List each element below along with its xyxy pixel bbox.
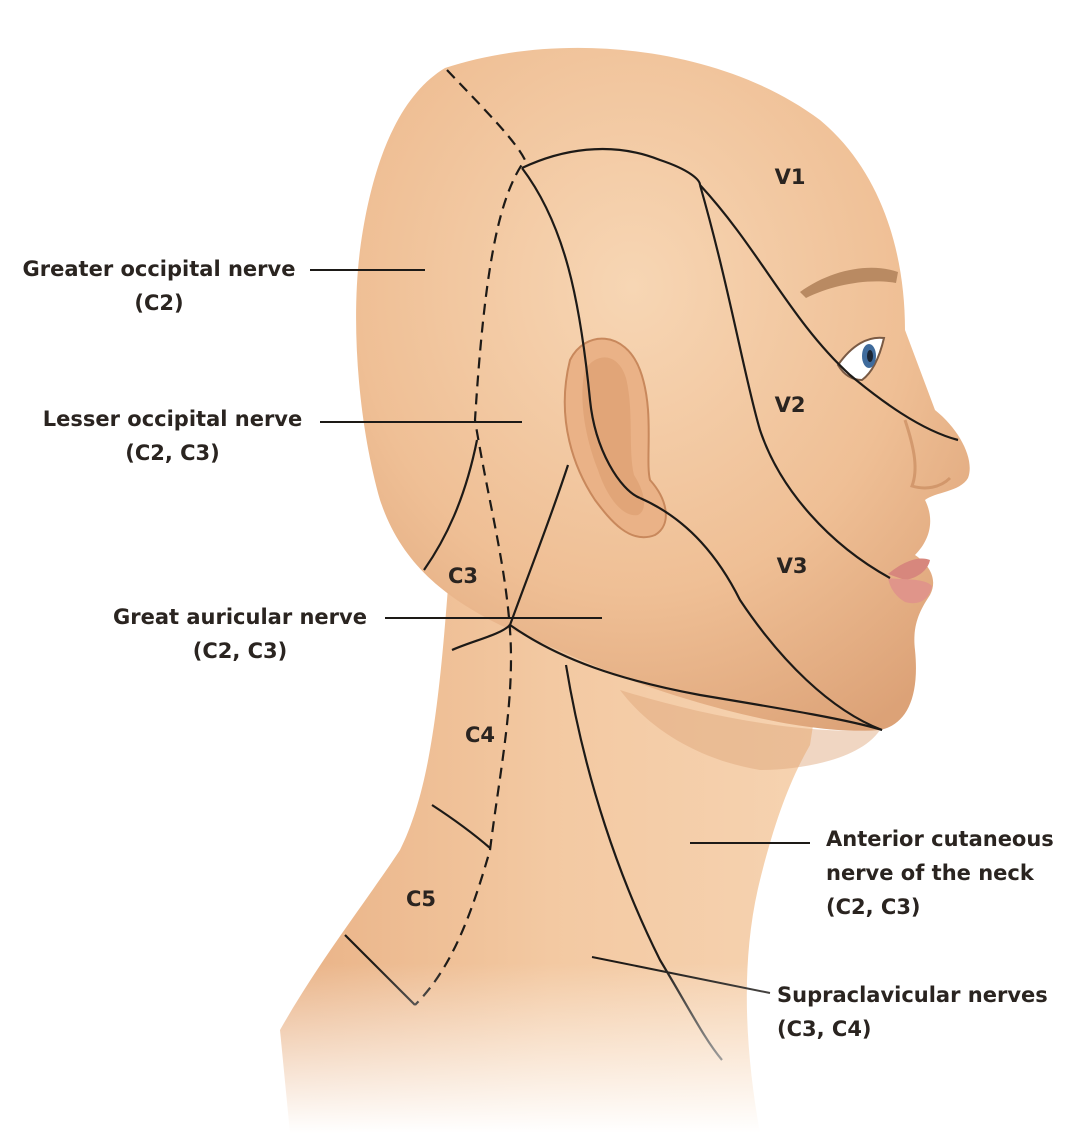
callout-lesser-occipital-line1: Lesser occipital nerve	[30, 402, 315, 436]
callout-lesser-occipital-line2: (C2, C3)	[30, 436, 315, 470]
callout-anterior-cutaneous: Anterior cutaneous nerve of the neck (C2…	[826, 822, 1054, 924]
callout-great-auricular-line1: Great auricular nerve	[100, 600, 380, 634]
callout-greater-occipital-line2: (C2)	[14, 286, 304, 320]
callout-lesser-occipital: Lesser occipital nerve (C2, C3)	[30, 402, 315, 470]
callout-anterior-cutaneous-line1: Anterior cutaneous	[826, 822, 1054, 856]
callout-great-auricular: Great auricular nerve (C2, C3)	[100, 600, 380, 668]
callout-anterior-cutaneous-line3: (C2, C3)	[826, 890, 1054, 924]
callout-supraclavicular-line1: Supraclavicular nerves	[777, 978, 1048, 1012]
callout-supraclavicular: Supraclavicular nerves (C3, C4)	[777, 978, 1048, 1046]
callout-anterior-cutaneous-line2: nerve of the neck	[826, 856, 1054, 890]
callout-greater-occipital-line1: Greater occipital nerve	[14, 252, 304, 286]
callout-great-auricular-line2: (C2, C3)	[100, 634, 380, 668]
callout-supraclavicular-line2: (C3, C4)	[777, 1012, 1048, 1046]
callout-greater-occipital: Greater occipital nerve (C2)	[14, 252, 304, 320]
